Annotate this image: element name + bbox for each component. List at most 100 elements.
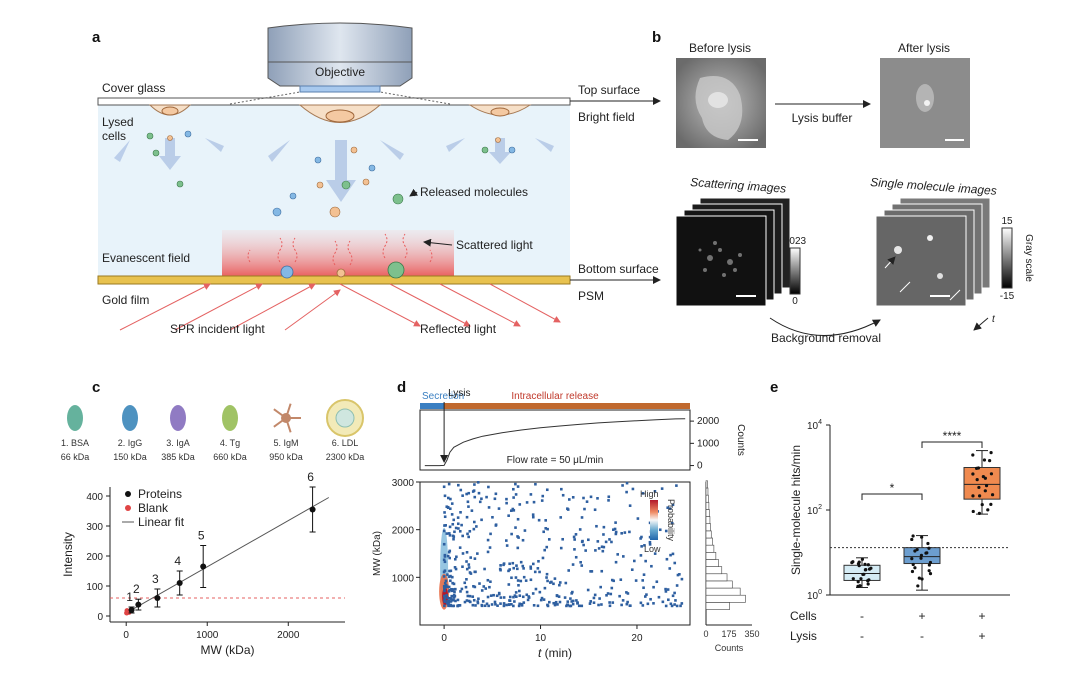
d-event-point [480, 518, 483, 522]
d-event-point [636, 517, 640, 520]
d-event-point [631, 487, 635, 491]
d-event-point [584, 549, 587, 552]
e-sig-label-1: * [890, 481, 895, 495]
d-event-point [558, 600, 562, 604]
d-event-point [542, 530, 545, 534]
before-lysis-label: Before lysis [689, 41, 751, 55]
e-data-point [916, 584, 920, 588]
d-event-point [604, 540, 608, 544]
scattering-colorbar [789, 247, 801, 295]
d-event-point [463, 581, 467, 585]
d-release-bar [444, 403, 690, 409]
e-data-point [911, 562, 915, 567]
e-data-point [928, 571, 933, 576]
scattering-colorbar-max: 1023 [784, 236, 807, 247]
released-molecules-label: Released molecules [420, 185, 528, 199]
d-event-point [574, 533, 578, 536]
before-lysis-image [676, 58, 766, 148]
d-event-point [458, 604, 462, 607]
d-event-point [559, 546, 563, 550]
d-hist-bar [705, 537, 713, 546]
d-event-point [494, 524, 498, 527]
e-data-point [913, 549, 917, 553]
d-event-point [448, 525, 452, 529]
d-event-point [468, 600, 472, 604]
d-hist-bar [705, 573, 728, 582]
d-event-point [512, 496, 515, 499]
d-hist-bar [705, 480, 708, 489]
d-event-point [502, 596, 506, 599]
d-event-point [478, 582, 481, 585]
d-event-point [518, 589, 521, 593]
d-event-point [473, 585, 477, 589]
d-event-point [595, 524, 598, 528]
d-event-point [633, 559, 636, 563]
d-event-point [580, 540, 584, 544]
d-event-point [639, 554, 643, 557]
d-event-point [452, 518, 456, 522]
d-event-point [649, 597, 652, 601]
d-lysis-label: Lysis [448, 388, 470, 399]
d-event-point [446, 554, 450, 558]
d-event-point [558, 581, 562, 584]
d-event-point [505, 501, 508, 505]
d-event-point [465, 599, 469, 602]
d-event-point [538, 570, 541, 574]
e-data-point [859, 577, 863, 581]
d-event-point [512, 566, 516, 570]
d-event-point [613, 527, 617, 531]
e-sig-bracket-1 [861, 493, 923, 500]
d-event-point [444, 524, 447, 527]
d-event-point [605, 594, 608, 597]
d-event-point [600, 603, 603, 606]
d-event-point [573, 538, 576, 541]
e-data-point [919, 556, 923, 560]
e-data-point [910, 557, 914, 561]
panel-label-e: e [770, 379, 778, 396]
d-hist-bar [705, 530, 712, 539]
d-event-point [622, 555, 625, 558]
d-event-point [450, 502, 454, 505]
d-event-point [467, 563, 471, 566]
d-event-point [580, 564, 584, 567]
d-event-point [480, 589, 484, 592]
d-event-point [673, 603, 676, 606]
d-event-point [545, 576, 548, 579]
d-event-point [569, 597, 572, 600]
d-event-point [457, 527, 460, 530]
d-event-point [570, 600, 574, 603]
scattering-colorbar-min: 0 [792, 296, 798, 307]
d-event-point [514, 493, 518, 496]
d-event-point [593, 593, 597, 597]
d-event-point [614, 560, 618, 564]
d-event-point [590, 570, 594, 573]
d-event-point [544, 519, 547, 522]
d-event-point [496, 604, 499, 607]
d-event-point [655, 580, 659, 584]
d-event-point [650, 564, 653, 568]
d-event-point [641, 604, 645, 607]
d-event-point [499, 564, 502, 567]
d-event-point [442, 584, 446, 588]
d-event-point [449, 569, 453, 573]
d-event-point [518, 602, 521, 606]
e-data-point [989, 502, 993, 506]
d-event-point [543, 548, 547, 552]
d-event-point [485, 495, 488, 499]
e-data-point [866, 582, 870, 586]
e-row-label-cells: Cells [790, 609, 817, 623]
d-event-point [494, 602, 497, 606]
d-event-point [452, 582, 456, 586]
gold-film [97, 275, 571, 285]
d-event-point [456, 522, 460, 526]
d-event-point [545, 572, 549, 576]
d-event-point [673, 561, 677, 565]
top-surface-label: Top surface [578, 83, 640, 97]
protein-name-3: 3. IgA [166, 438, 190, 448]
d-event-point [675, 484, 678, 487]
d-event-point [443, 598, 446, 602]
d-event-point [487, 485, 490, 489]
d-event-point [471, 603, 475, 607]
e-y-label: Single-molecule hits/min [789, 445, 803, 575]
